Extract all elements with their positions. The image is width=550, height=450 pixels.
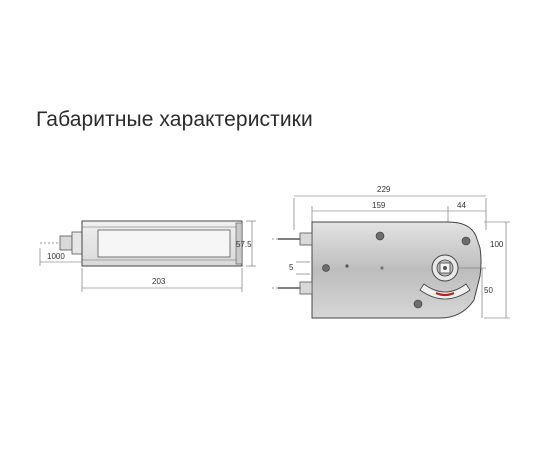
cable-gland [59,235,73,251]
dim-cable-label: 1000 [47,252,65,261]
dim-height-label: 100 [490,240,504,249]
screw-icon [322,264,330,272]
cable-gland-nut [71,231,83,255]
indicator-dot [380,266,384,270]
angle-indicator [435,291,455,297]
top-view: 229 159 44 5 [272,185,510,319]
dim-length-label: 203 [152,277,166,286]
angle-scale [419,283,471,300]
dim-height-label: 57.5 [236,240,252,249]
side-view: 1000 57.5 203 [39,220,256,292]
screw-icon [375,231,385,241]
cable-gland [299,281,313,295]
cable-gland [299,232,313,246]
side-view-window [97,229,231,258]
dim-body-label: 159 [372,201,386,210]
dim-small-label: 5 [289,263,294,272]
indicator-dot [345,264,349,268]
dim-offset-label: 44 [457,201,466,210]
dim-lower-label: 50 [484,286,493,295]
dim-overall-label: 229 [377,185,391,194]
screw-icon [461,236,471,246]
screw-icon [413,299,423,309]
page-title: Габаритные характеристики [36,108,313,131]
